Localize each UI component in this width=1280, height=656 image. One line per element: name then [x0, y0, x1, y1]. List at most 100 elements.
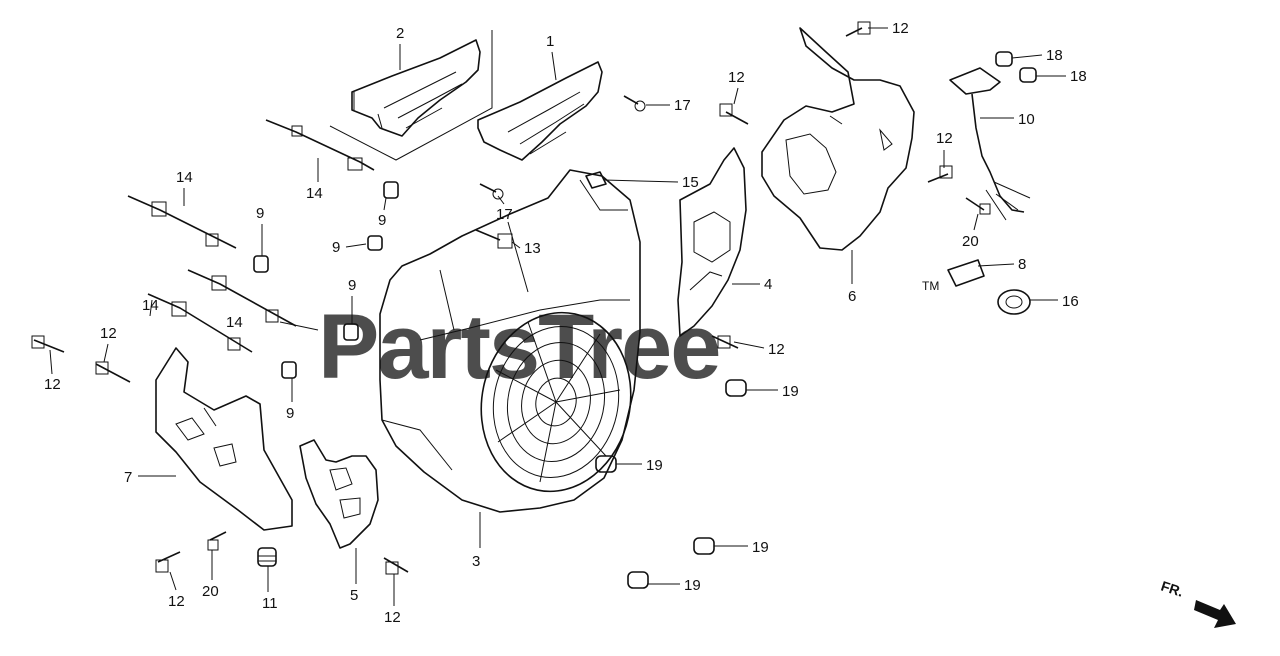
callout-c-12-e: 12 — [100, 325, 117, 342]
leader-line-c-9-c — [345, 243, 367, 248]
callout-labels: 2 1 12 18 18 12 17 10 14 14 9 15 12 17 9 9 13 20 8 4 9 6 16 14 1… — [44, 20, 1087, 626]
callout-c-8: 8 — [1018, 256, 1026, 273]
leader-line-c-8 — [977, 263, 1015, 267]
leader-line-c-12-f — [49, 349, 53, 375]
callout-c-3: 3 — [472, 553, 480, 570]
callout-c-13: 13 — [524, 240, 541, 257]
bolt-20-lower — [207, 531, 227, 551]
leader-line-c-14-c — [149, 299, 153, 317]
bolt-12-upper-mid — [719, 103, 749, 125]
front-direction-arrow — [1194, 600, 1236, 628]
bolt-12-left-b — [95, 361, 131, 383]
callout-c-7: 7 — [124, 469, 132, 486]
nut-19-d — [627, 571, 649, 589]
bolt-12-top — [845, 21, 871, 37]
callout-c-19-b: 19 — [646, 457, 663, 474]
leader-line-c-15 — [603, 179, 679, 183]
nut-18-b — [1019, 67, 1037, 83]
callout-c-9-c: 9 — [332, 239, 340, 256]
plate-bracket-lines — [329, 30, 493, 161]
watermark-trademark: TM — [922, 279, 939, 293]
leader-line-c-12-e — [103, 343, 109, 363]
callout-c-19-c: 19 — [752, 539, 769, 556]
bolt-13 — [475, 229, 513, 249]
nut-9-e — [281, 361, 297, 379]
bolt-12-right — [927, 165, 953, 183]
callout-c-12-a: 12 — [892, 20, 909, 37]
clip-8 — [947, 259, 985, 287]
clamp-16 — [997, 289, 1031, 315]
callout-c-9-a: 9 — [378, 212, 386, 229]
callout-c-9-d: 9 — [348, 277, 356, 294]
leader-line-c-18-a — [1011, 54, 1043, 59]
part-7-lower-shroud — [155, 347, 293, 531]
callout-c-19-a: 19 — [782, 383, 799, 400]
part-6-large-cover — [761, 27, 915, 251]
callout-c-15: 15 — [682, 174, 699, 191]
callout-c-18-a: 18 — [1046, 47, 1063, 64]
callout-c-2-top: 2 — [396, 25, 404, 42]
leader-line-c-9-a — [383, 197, 387, 211]
leader-line-c-17-b — [497, 195, 505, 205]
leader-line-c-13 — [511, 241, 521, 249]
bolt-12-left-a — [31, 335, 65, 353]
callout-c-14-b: 14 — [306, 185, 323, 202]
leader-line-c-12-g — [169, 571, 177, 591]
part-5-bracket — [299, 439, 379, 549]
front-direction-label: FR. — [1159, 578, 1185, 600]
watermark-text: PartsTree — [318, 296, 719, 398]
nut-9-c — [367, 235, 383, 251]
callout-c-17-a: 17 — [674, 97, 691, 114]
nut-18-a — [995, 51, 1013, 67]
callout-c-16: 16 — [1062, 293, 1079, 310]
callout-c-14-d: 14 — [226, 314, 243, 331]
callout-c-17-b: 17 — [496, 206, 513, 223]
callout-c-6: 6 — [848, 288, 856, 305]
leader-lines — [49, 27, 1066, 606]
bolt-20-upper — [965, 197, 991, 215]
callout-c-9-b: 9 — [256, 205, 264, 222]
callout-c-12-d: 12 — [768, 341, 785, 358]
fan-grille — [480, 311, 632, 493]
callout-c-1-top: 1 — [546, 33, 554, 50]
stud-14-lower — [147, 293, 253, 353]
callout-c-12-h: 12 — [384, 609, 401, 626]
callout-c-11: 11 — [262, 595, 278, 612]
screw-17-a — [623, 95, 646, 112]
screw-17-b — [479, 183, 504, 200]
nut-9-a — [383, 181, 399, 199]
bolt-12-side — [711, 335, 739, 349]
leader-line-c-20-a — [973, 213, 979, 231]
callout-c-4: 4 — [764, 276, 772, 293]
leader-line-c-14-d — [279, 321, 319, 331]
callout-c-12-f: 12 — [44, 376, 61, 393]
leader-line-c-12-b — [733, 87, 739, 105]
callout-c-12-c: 12 — [936, 130, 953, 147]
part-2-cover-plate — [351, 39, 481, 137]
clip-15 — [585, 171, 607, 189]
nut-9-b — [253, 255, 269, 273]
nut-19-c — [693, 537, 715, 555]
callout-c-18-b: 18 — [1070, 68, 1087, 85]
bolt-12-bottom-mid — [383, 557, 409, 575]
callout-c-12-b: 12 — [728, 69, 745, 86]
leader-line-c-1-top — [551, 51, 557, 81]
callout-c-14-c: 14 — [142, 297, 159, 314]
nut-19-a — [725, 379, 747, 397]
callout-c-12-g: 12 — [168, 593, 185, 610]
stud-14-middle — [187, 269, 297, 327]
grommet-11 — [257, 547, 277, 567]
callout-c-10: 10 — [1018, 111, 1035, 128]
callout-c-20-b: 20 — [202, 583, 219, 600]
leader-line-c-12-d — [733, 341, 765, 349]
bolt-12-bottom-left — [155, 551, 181, 573]
stud-14-long — [127, 195, 237, 249]
callout-c-14-a: 14 — [176, 169, 193, 186]
stud-14-upper — [265, 119, 375, 171]
part-1-cover-plate — [477, 61, 603, 161]
callout-c-5: 5 — [350, 587, 358, 604]
callout-c-20-a: 20 — [962, 233, 979, 250]
part-4-side-shroud — [677, 147, 747, 337]
callout-c-9-e: 9 — [286, 405, 294, 422]
